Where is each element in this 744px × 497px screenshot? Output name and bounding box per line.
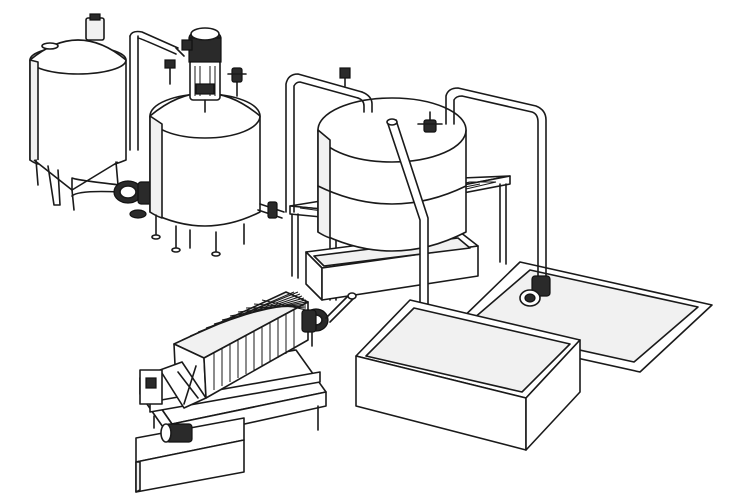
collection-basin	[355, 299, 581, 451]
pump-2	[301, 292, 357, 347]
pump-3	[519, 275, 551, 307]
vessel-inlet-pipe	[285, 67, 373, 213]
agitator-motor	[181, 27, 222, 113]
filter-press	[135, 291, 327, 493]
right-return-pipe	[445, 87, 547, 279]
mixing-tank	[149, 92, 285, 257]
mixing-tank-valve	[227, 67, 247, 97]
storage-tank	[29, 13, 127, 211]
upper-transfer-pipe	[129, 30, 185, 151]
